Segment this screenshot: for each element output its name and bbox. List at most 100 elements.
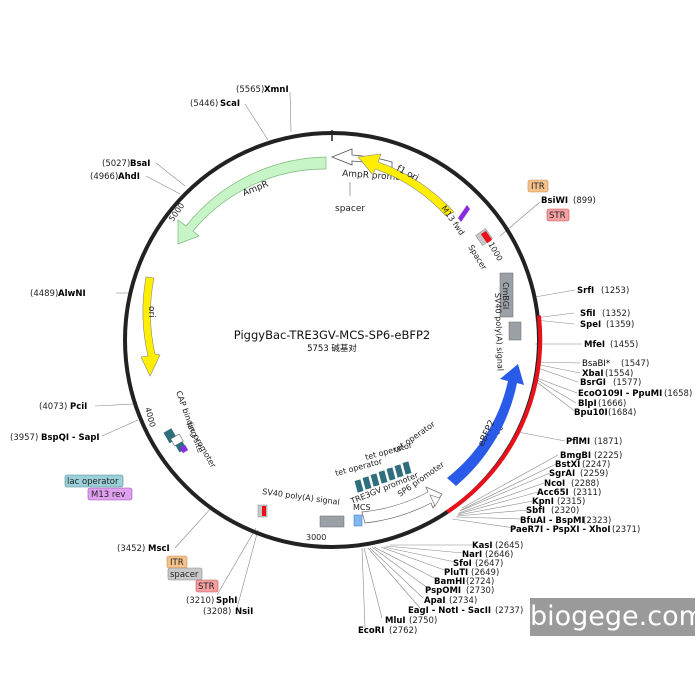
watermark: biogege.com — [530, 598, 700, 636]
site-name: BsrGI — [580, 378, 606, 388]
site-pos: (2247) — [582, 460, 610, 470]
site-name: PspOMI — [425, 586, 461, 596]
site-name: PflMI — [566, 437, 590, 447]
site-pos: (2259) — [580, 469, 608, 479]
site-name: EcoRI — [358, 626, 384, 636]
insert-region-arc — [446, 315, 543, 514]
site-name: SfiI — [580, 309, 596, 319]
tag-m13-rev: M13 rev — [87, 487, 133, 501]
f1-ori-arrow — [357, 153, 455, 217]
site-name: SfoI — [453, 559, 472, 569]
site-pos: (2225) — [594, 451, 622, 461]
site-name: EagI - NotI - SacII — [408, 606, 491, 616]
sv40-bottom-label: SV40 poly(A) signal — [262, 487, 341, 507]
cmv-box — [499, 272, 514, 318]
tag-lac-operator: lac operator — [64, 474, 124, 488]
site-name: BsaBI* — [582, 359, 610, 369]
site-pos: (2730) — [466, 586, 494, 596]
spacer-top-label: spacer — [335, 204, 365, 214]
site-pos: (4073) — [39, 402, 67, 412]
tag-spacer-bottom: spacer — [167, 567, 203, 581]
sp6-arrow — [429, 494, 441, 507]
site-pos: (2645) — [495, 541, 523, 551]
site-pos: (2647) — [475, 559, 503, 569]
site-pos: (1871) — [594, 437, 622, 447]
m13-rev-block — [179, 444, 189, 454]
ori-label: ori — [146, 306, 156, 318]
site-name: BfuAI - BspMI — [520, 516, 585, 526]
site-pos: (1577) — [613, 378, 641, 388]
site-name: SgrAI — [549, 469, 575, 479]
tag-str-top: STR — [546, 208, 570, 222]
site-name: SbfI — [526, 506, 545, 516]
site-pos: (1359) — [606, 320, 634, 330]
spacer-right-label: Spacer — [466, 243, 489, 272]
mcs-label: MCS — [353, 503, 371, 512]
svg-text:M13 rev: M13 rev — [91, 490, 125, 500]
site-name: SrfI — [577, 286, 594, 296]
site-pos: (2734) — [449, 596, 477, 606]
site-name: MscI — [148, 544, 170, 554]
site-name: AlwNI — [58, 289, 86, 299]
site-name: BamHI — [434, 577, 465, 587]
site-pos: (5565) — [236, 85, 264, 95]
site-pos: (1554) — [605, 369, 633, 379]
site-pos: (1684) — [608, 408, 636, 418]
svg-text:lac operator: lac operator — [67, 477, 119, 487]
site-name: ScaI — [220, 99, 240, 109]
spacer-bottom-red — [262, 506, 266, 516]
svg-text:spacer: spacer — [170, 570, 199, 580]
site-name: ApaI — [424, 596, 446, 606]
svg-text:ITR: ITR — [170, 558, 184, 568]
site-name: BsaI — [130, 159, 150, 169]
svg-text:ITR: ITR — [531, 182, 545, 192]
tick-5000: 5000 — [167, 201, 186, 223]
tet-operator-blocks — [354, 461, 412, 493]
site-pos: (1253) — [601, 286, 629, 296]
site-pos: (2724) — [466, 577, 494, 587]
site-name: BmgBI — [560, 451, 591, 461]
ebfp2-arrow — [447, 364, 524, 486]
site-name: Bpu10I — [574, 408, 608, 418]
site-pos: (3208) — [203, 607, 231, 617]
site-name: SpeI — [580, 320, 601, 330]
site-pos: (5027) — [102, 159, 130, 169]
lac-promoter-block — [170, 433, 184, 447]
site-name: PciI — [70, 402, 87, 412]
plasmid-size: 5753 碱基对 — [307, 343, 357, 354]
site-name: SphI — [216, 596, 237, 606]
site-name: Acc65I — [537, 488, 569, 498]
site-pos: (1658) — [664, 389, 692, 399]
site-name: AhdI — [118, 172, 140, 182]
site-name: BspQI - SapI — [41, 433, 100, 443]
site-pos: (1547) — [621, 359, 649, 369]
site-name: NcoI — [544, 479, 565, 489]
site-name: NarI — [462, 550, 482, 560]
site-pos: (1455) — [610, 340, 638, 350]
tag-str-bottom: STR — [195, 579, 219, 593]
site-name: XmnI — [264, 85, 289, 95]
site-leader-lines — [94, 91, 582, 629]
tick-1000: 1000 — [486, 241, 504, 263]
site-name: PluTI — [444, 568, 468, 578]
mcs-block — [353, 514, 363, 527]
svg-text:STR: STR — [549, 211, 566, 221]
spacer-right-red — [480, 230, 493, 244]
site-pos: (899) — [573, 196, 596, 206]
m13-fwd-label: M13 fwd — [439, 204, 466, 237]
site-name: BlpI — [578, 399, 597, 409]
cmv-label: CmBGI — [501, 282, 510, 309]
site-pos: (2649) — [471, 568, 499, 578]
site-name: EcoO109I - PpuMI — [578, 389, 662, 399]
site-pos: (4966) — [90, 172, 118, 182]
site-name: PaeR7I - PspXI - XhoI — [510, 525, 611, 535]
site-name: KasI — [472, 541, 493, 551]
restriction-sites: (5565) XmnI (5446) ScaI (5027) BsaI (496… — [10, 85, 692, 636]
ampr-arrow — [177, 156, 327, 245]
site-pos: (2762) — [389, 626, 417, 636]
site-name: KpnI — [532, 497, 554, 507]
site-pos: (2750) — [409, 616, 437, 626]
site-pos: (3210) — [186, 596, 214, 606]
ori-arrow — [140, 276, 161, 377]
lac-promoter-label: lac promoter — [184, 421, 218, 470]
